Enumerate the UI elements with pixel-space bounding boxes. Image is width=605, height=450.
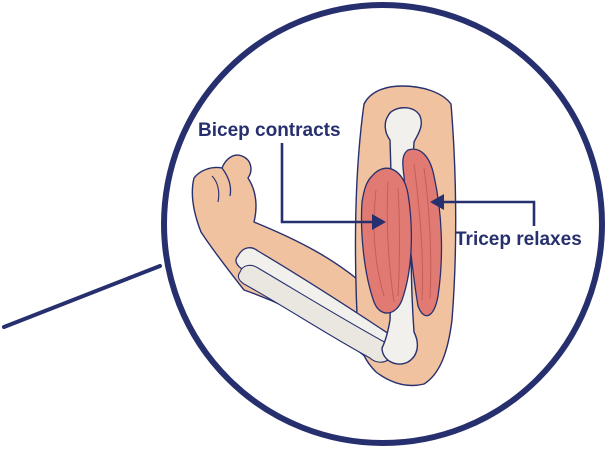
tricep-arrowhead [430,194,444,210]
bicep-leader-line [280,143,376,224]
tricep-fiber [413,163,424,301]
callout-circle [161,2,605,446]
fist-knuckle-line [221,167,232,197]
tricep-label: Tricep relaxes [455,229,582,250]
tricep-fiber [423,167,432,299]
bicep-fiber [373,189,385,297]
bicep-arrowhead [372,214,386,230]
bicep-fiber [386,181,395,303]
fist-thumb-line [211,175,220,203]
tricep-leader-line [440,200,536,226]
bicep-label: Bicep contracts [198,120,341,141]
callout-pointer-line [2,264,162,329]
tricep-muscle [402,148,443,317]
bicep-fiber [397,187,400,297]
